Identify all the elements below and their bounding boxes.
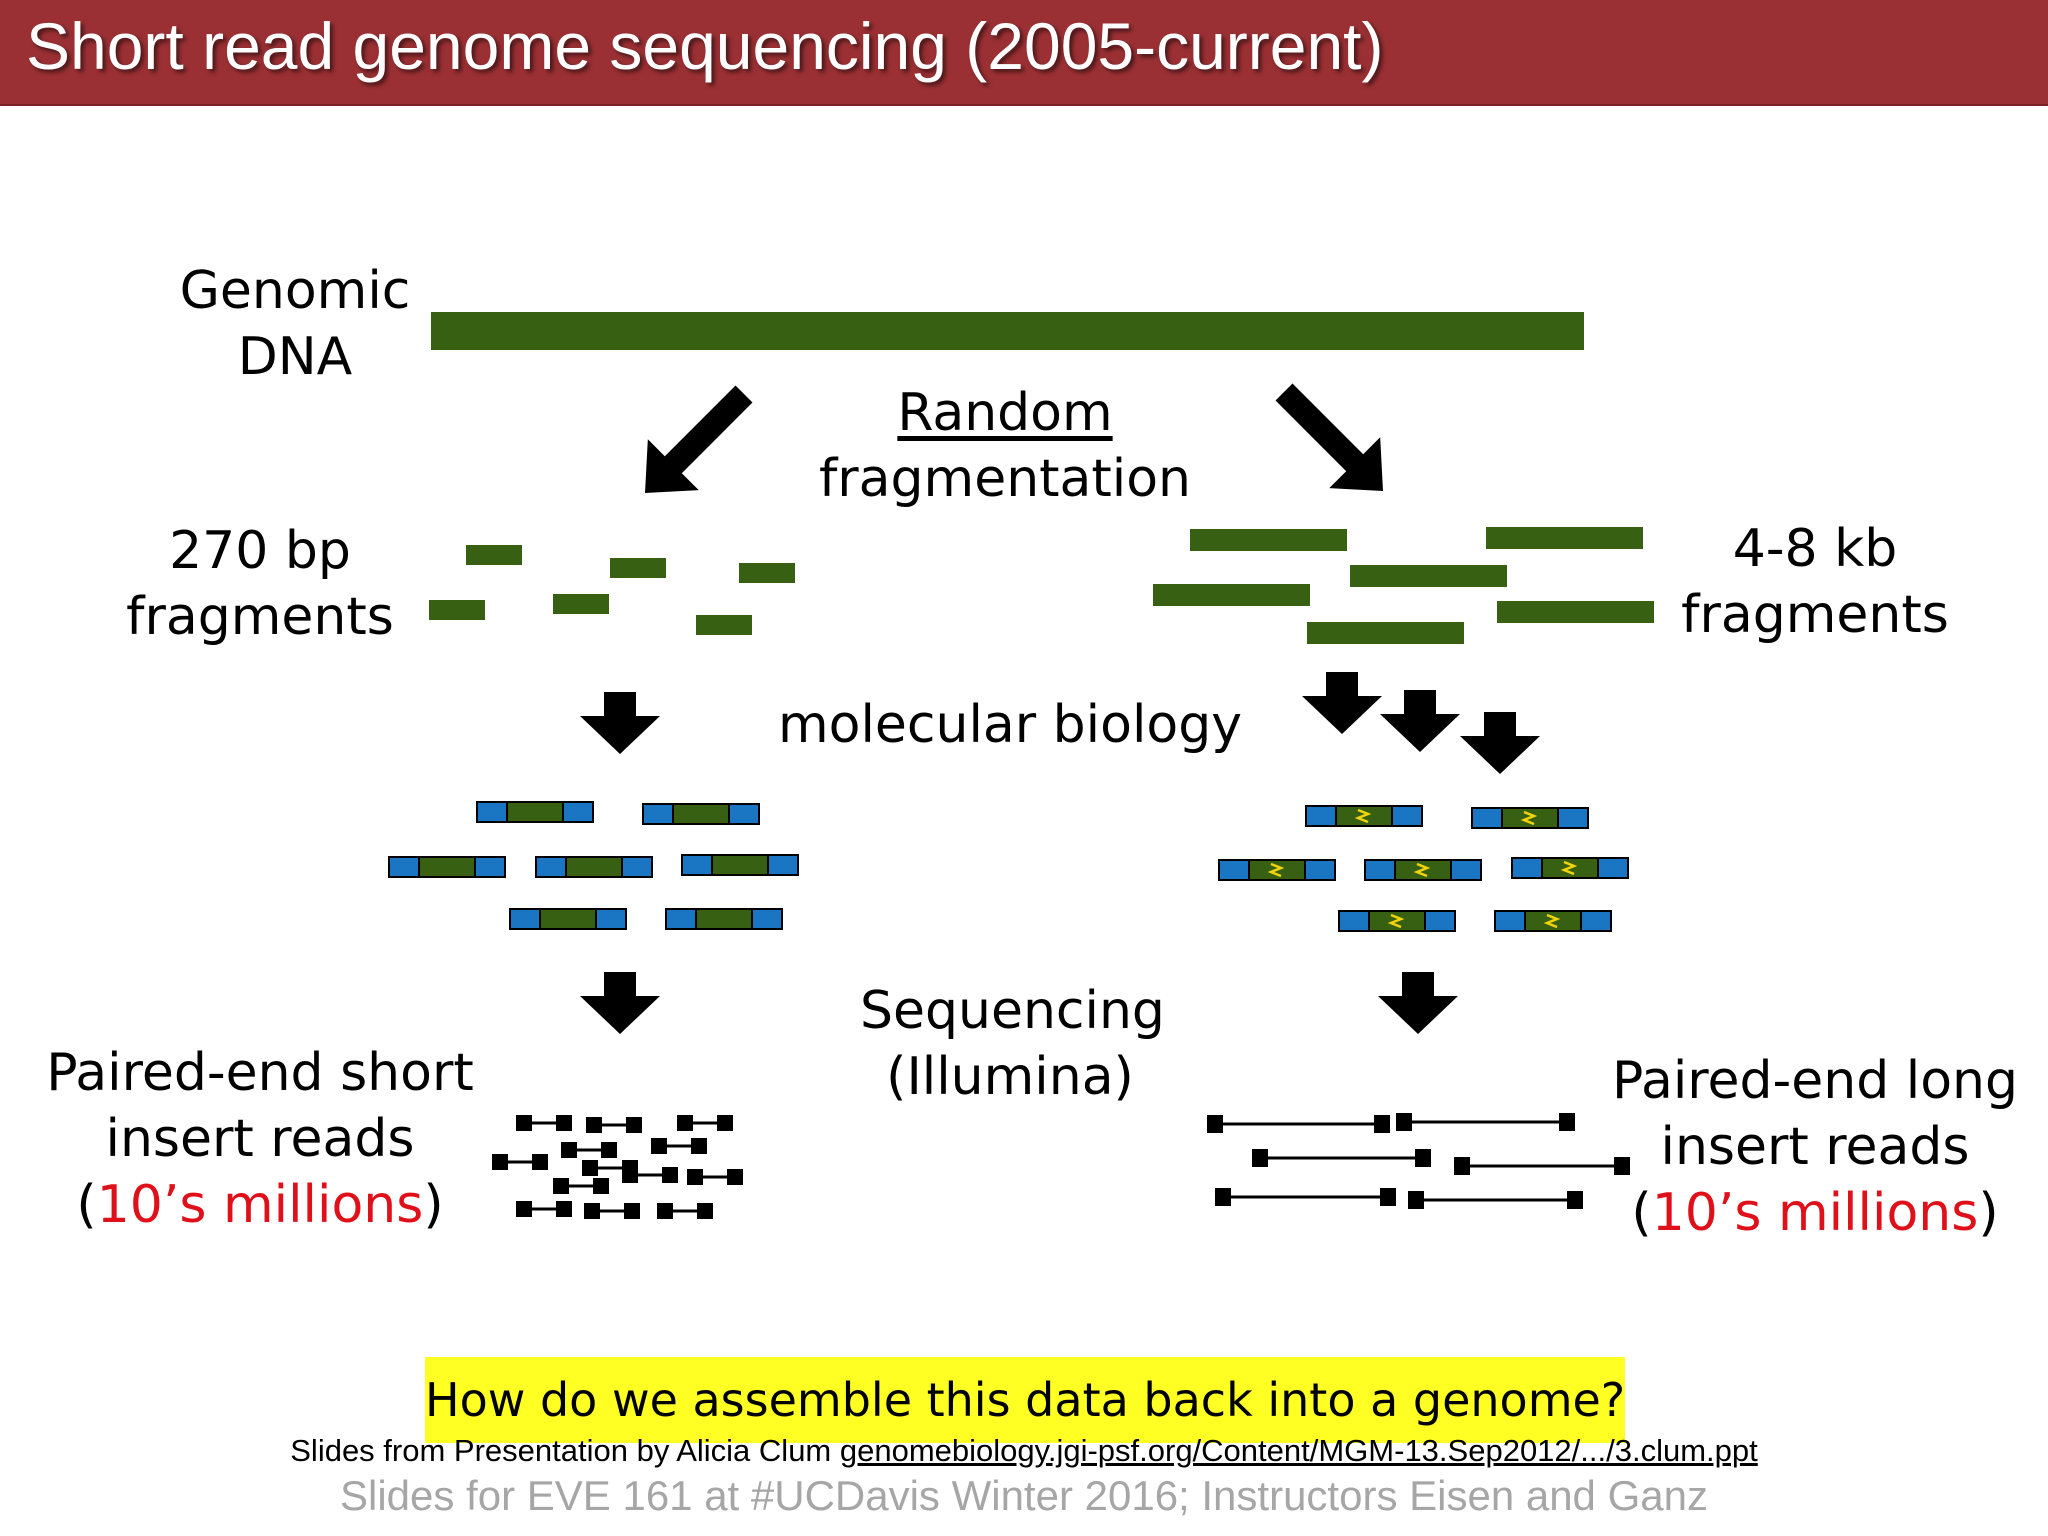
genomic-dna-bar [431,312,1584,350]
short-read-pair [561,1142,617,1158]
long-read-pair [1207,1115,1390,1133]
short-read-pair [492,1154,548,1170]
short-read-count: 10’s millions [96,1175,424,1235]
long-fragments [1153,527,1654,644]
assembly-question: How do we assemble this data back into a… [425,1357,1625,1443]
long-construct [1511,857,1629,879]
slide-title: Short read genome sequencing (2005-curre… [26,9,1384,83]
long-fragment [1153,584,1310,606]
short-read-pair [622,1167,678,1183]
short-fragment [429,600,485,620]
short-read-pair [651,1138,707,1154]
long-paired-reads [1207,1113,1630,1209]
arrow-down-icon [1380,690,1460,752]
short-paired-reads [492,1115,743,1219]
long-fragment [1497,601,1654,623]
short-construct [642,803,760,825]
long-reads-label: Paired-end long insert reads (10’s milli… [1611,1051,2019,1243]
short-fragment [696,615,752,635]
long-construct [1338,910,1456,932]
credit-link[interactable]: genomebiology.jgi-psf.org/Content/MGM-13… [839,1433,1758,1468]
long-fragment [1190,529,1347,551]
long-constructs [1218,805,1629,932]
long-construct [1364,859,1482,881]
short-fragment [553,594,609,614]
genomic-dna-label: Genomic DNA [179,261,411,387]
short-construct [535,856,653,878]
sequencing-label: Sequencing (Illumina) [860,981,1165,1107]
arrow-down-left-icon [645,385,753,493]
long-construct [1494,910,1612,932]
short-construct [665,908,783,930]
short-fragments [429,545,795,635]
short-read-pair [586,1117,642,1133]
long-fragments-label: 4-8 kb fragments [1681,519,1949,645]
arrow-down-icon [580,972,660,1034]
short-fragments-label: 270 bp fragments [126,521,394,647]
long-fragment [1307,622,1464,644]
long-read-pair [1454,1157,1630,1175]
short-read-pair [657,1203,713,1219]
long-read-pair [1396,1113,1575,1131]
course-footer: Slides for EVE 161 at #UCDavis Winter 20… [340,1472,1708,1519]
long-read-pair [1215,1188,1396,1206]
long-fragment [1486,527,1643,549]
short-read-pair [584,1203,640,1219]
long-read-pair [1252,1149,1431,1167]
short-constructs [388,801,799,930]
arrow-down-right-icon [1275,383,1383,491]
short-read-pair [516,1201,572,1217]
short-construct [476,801,594,823]
short-construct [509,908,627,930]
short-fragment [739,563,795,583]
long-read-count: 10’s millions [1651,1183,1979,1243]
slide-credit: Slides from Presentation by Alicia Clum … [290,1433,1758,1468]
short-read-pair [516,1115,572,1131]
arrow-down-icon [1378,972,1458,1034]
title-bar: Short read genome sequencing (2005-curre… [0,0,2048,106]
long-construct [1471,807,1589,829]
arrow-down-icon [1302,672,1382,734]
long-construct [1305,805,1423,827]
short-fragment [610,558,666,578]
random-fragmentation-label: Random fragmentation [818,383,1192,509]
arrow-down-icon [1460,712,1540,774]
long-fragment [1350,565,1507,587]
short-construct [388,856,506,878]
short-fragment [466,545,522,565]
arrow-down-icon [580,692,660,754]
short-reads-label: Paired-end short insert reads (10’s mill… [46,1043,474,1235]
short-read-pair [677,1115,733,1131]
short-read-pair [553,1178,609,1194]
short-read-pair [687,1169,743,1185]
short-construct [681,854,799,876]
long-construct [1218,859,1336,881]
molecular-biology-label: molecular biology [778,695,1242,755]
long-read-pair [1408,1191,1583,1209]
